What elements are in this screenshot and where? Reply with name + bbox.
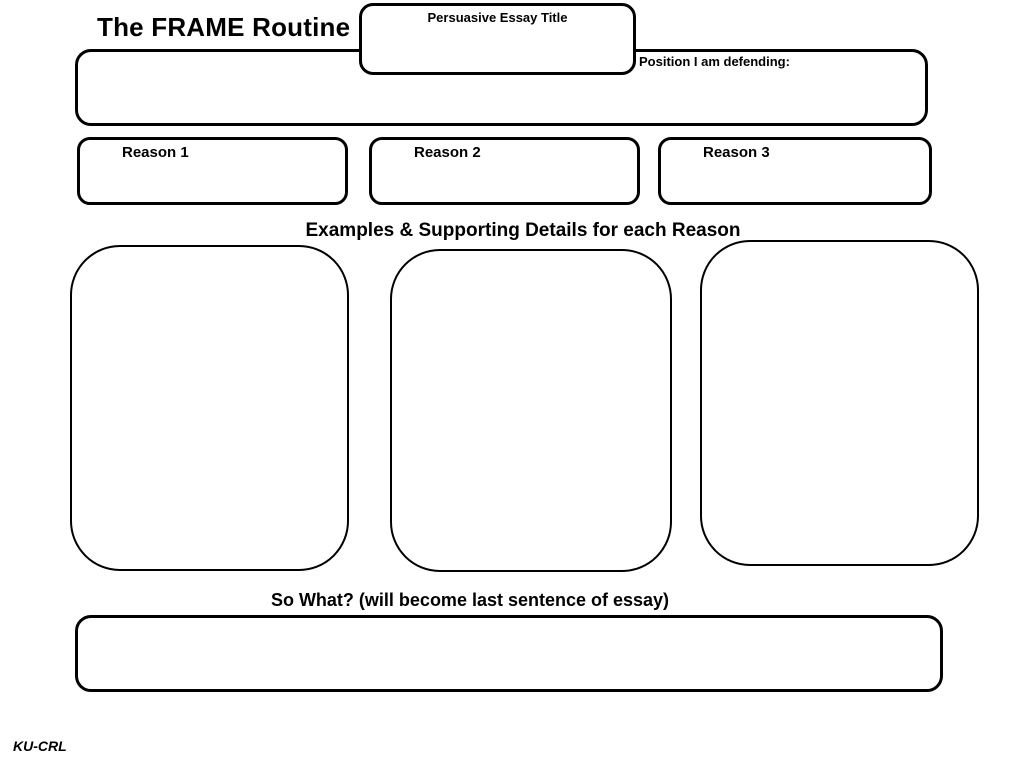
so-what-heading: So What? (will become last sentence of e… xyxy=(270,590,670,610)
example-details-box-2 xyxy=(390,249,672,572)
footer-logo: KU-CRL xyxy=(13,738,67,754)
so-what-box xyxy=(75,615,943,692)
position-label: Position I am defending: xyxy=(639,54,790,69)
reason-2-box: Reason 2 xyxy=(369,137,640,205)
example-details-box-1 xyxy=(70,245,349,571)
essay-title-box: Persuasive Essay Title xyxy=(359,3,636,75)
essay-title-label: Persuasive Essay Title xyxy=(427,10,568,25)
reason-2-label: Reason 2 xyxy=(414,144,481,161)
reason-1-box: Reason 1 xyxy=(77,137,348,205)
reason-3-box: Reason 3 xyxy=(658,137,932,205)
reason-3-label: Reason 3 xyxy=(703,144,770,161)
examples-heading: Examples & Supporting Details for each R… xyxy=(305,220,741,241)
example-details-box-3 xyxy=(700,240,979,566)
reason-1-label: Reason 1 xyxy=(122,144,189,161)
slide-title: The FRAME Routine xyxy=(97,12,351,42)
